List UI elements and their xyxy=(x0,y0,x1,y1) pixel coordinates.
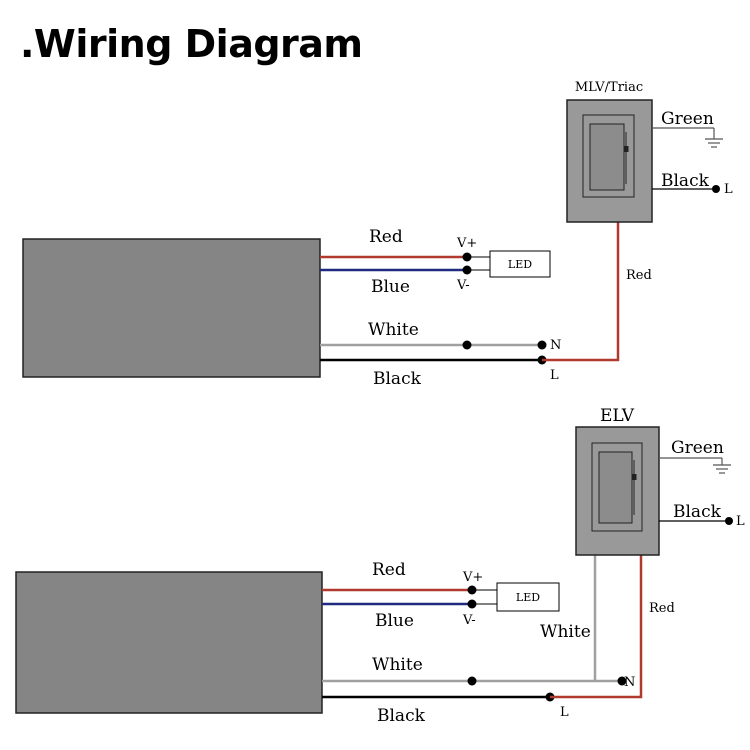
page-title: .Wiring Diagram xyxy=(20,22,363,66)
top-led-label: LED xyxy=(508,258,532,271)
bottom-red-dimmer-wire xyxy=(550,555,643,699)
bottom-red-dimmer-label: Red xyxy=(649,601,675,616)
bottom-white-dimmer-label: White xyxy=(540,622,591,642)
top-n-terminal xyxy=(537,340,547,350)
bottom-green-label: Green xyxy=(671,438,724,458)
top-dimmer-l-terminal xyxy=(712,185,720,193)
bottom-dimmer-knob xyxy=(631,474,637,480)
bottom-white-junction xyxy=(467,676,477,686)
top-led-driver xyxy=(22,238,321,378)
top-red-dimmer-wire xyxy=(542,222,620,362)
bottom-ground-icon xyxy=(713,464,731,474)
bottom-v-minus-label: V- xyxy=(462,613,476,628)
top-v-minus-label: V- xyxy=(456,278,470,293)
bottom-n-label: N xyxy=(624,675,635,690)
top-dimmer-label: MLV/Triac xyxy=(575,80,643,95)
bottom-dimmer-l-terminal xyxy=(725,517,733,525)
bottom-n-terminal xyxy=(617,676,627,686)
top-l-label: L xyxy=(550,368,559,383)
top-green-label: Green xyxy=(661,109,714,129)
bottom-l-label: L xyxy=(560,705,569,720)
bottom-led-driver xyxy=(15,571,323,714)
bottom-v-plus-label: V+ xyxy=(462,570,483,585)
top-v-minus-terminal xyxy=(462,265,472,275)
top-red-dimmer-label: Red xyxy=(626,268,652,283)
top-blue-label: Blue xyxy=(371,277,410,297)
bottom-red-label: Red xyxy=(372,560,406,580)
top-white-label: White xyxy=(368,320,419,340)
bottom-blue-label: Blue xyxy=(375,611,414,631)
bottom-dimmer-label: ELV xyxy=(600,406,635,426)
top-v-plus-terminal xyxy=(462,252,472,262)
top-black-dimmer-label: Black xyxy=(661,171,710,191)
top-dimmer-knob xyxy=(623,146,629,152)
top-n-label: N xyxy=(550,338,561,353)
bottom-l-dimmer-label: L xyxy=(736,514,745,529)
top-v-plus-label: V+ xyxy=(456,236,477,251)
bottom-wiring-diagram: ELV Green Black L Red Blue White Black V… xyxy=(15,406,745,726)
bottom-black-label: Black xyxy=(377,706,426,726)
top-red-label: Red xyxy=(369,227,403,247)
bottom-v-plus-terminal xyxy=(467,585,477,595)
top-l-dimmer-label: L xyxy=(724,182,733,197)
bottom-black-dimmer-label: Black xyxy=(673,502,722,522)
top-led-box xyxy=(489,250,551,278)
bottom-led-label: LED xyxy=(516,591,540,604)
bottom-white-label: White xyxy=(372,655,423,675)
bottom-led-box xyxy=(496,582,560,612)
top-dimmer-paddle xyxy=(589,123,625,191)
top-black-label: Black xyxy=(373,369,422,389)
top-white-junction xyxy=(462,340,472,350)
top-ground-icon xyxy=(705,138,723,148)
bottom-dimmer-paddle xyxy=(598,451,633,524)
top-wiring-diagram: MLV/Triac Green Black L Red Blue White B… xyxy=(22,80,733,389)
bottom-v-minus-terminal xyxy=(467,599,477,609)
